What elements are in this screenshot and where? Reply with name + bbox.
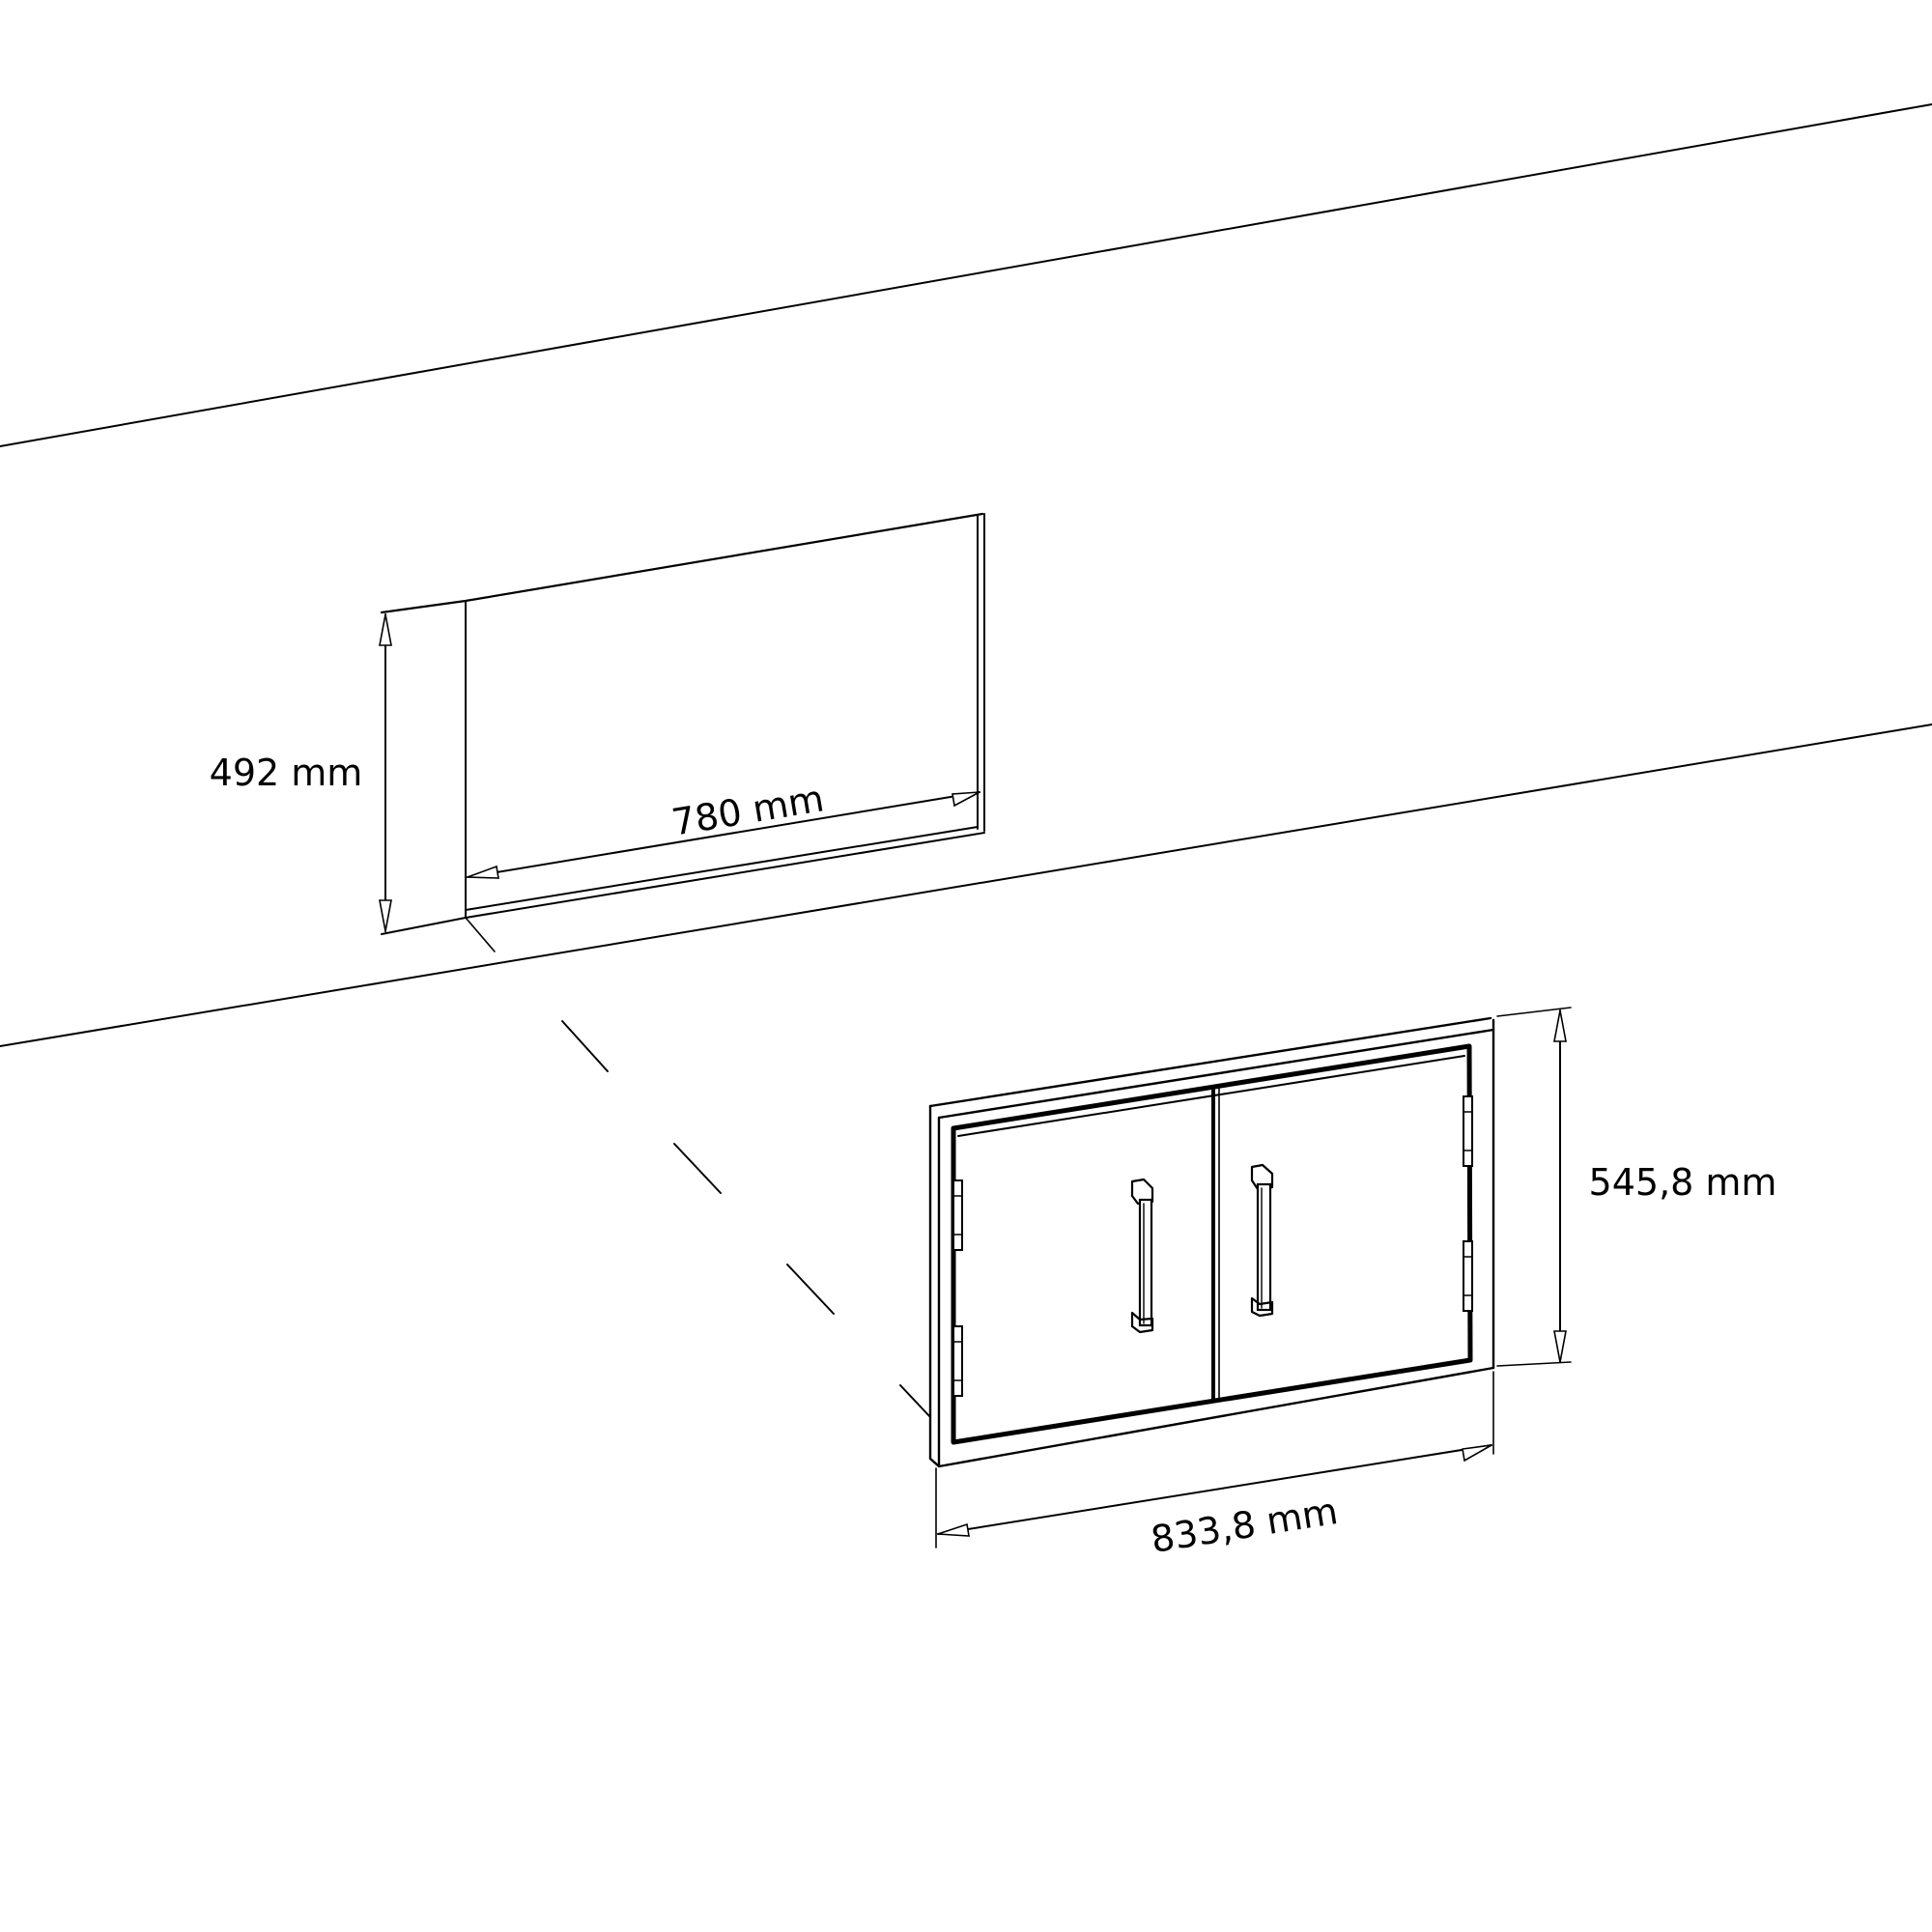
handle-right-icon [1250,1163,1274,1318]
arrowhead-left-icon [467,865,499,879]
cutout-bottom-extension [381,917,467,935]
cutout-top-edge [380,512,984,614]
wall-bottom-edge [0,724,1932,1047]
arrowhead-right-icon [1462,1444,1492,1463]
projection-dashed-line [561,1020,931,1418]
cutout-width-label: 780 mm [668,777,827,843]
cutout-corner-tick [465,917,496,952]
arrowhead-down-icon [379,899,392,932]
arrowhead-right-icon [952,791,980,808]
hinge-left-upper-icon [952,1179,963,1251]
arrowhead-up-icon [1553,1009,1567,1042]
hinge-right-lower-icon [1463,1240,1473,1312]
wall-cutout [380,512,985,952]
wall [0,103,1932,1047]
cutout-sill-outer [465,832,985,919]
cutout-sill-inner [465,826,979,911]
dimension-door-height: 545,8 mm [1496,1007,1777,1367]
arrowhead-up-icon [379,613,392,646]
wall-top-edge [0,103,1932,447]
arrowhead-left-icon [937,1522,970,1537]
frame-top-edge [928,1016,1492,1108]
arrowhead-down-icon [1553,1330,1567,1363]
handle-left-icon [1130,1178,1154,1334]
dimension-cutout-width: 780 mm [467,777,980,879]
cutout-height-label: 492 mm [210,752,363,794]
hinge-left-lower-icon [952,1325,963,1397]
door-height-label: 545,8 mm [1589,1161,1777,1204]
dimension-cutout-height: 492 mm [210,613,392,932]
frame-bottom-edge [928,1366,1495,1468]
hinge-right-upper-icon [1463,1095,1473,1167]
frame-top-inner-edge [937,1028,1495,1120]
door-width-label: 833,8 mm [1148,1490,1340,1561]
double-door-unit [928,1016,1495,1468]
